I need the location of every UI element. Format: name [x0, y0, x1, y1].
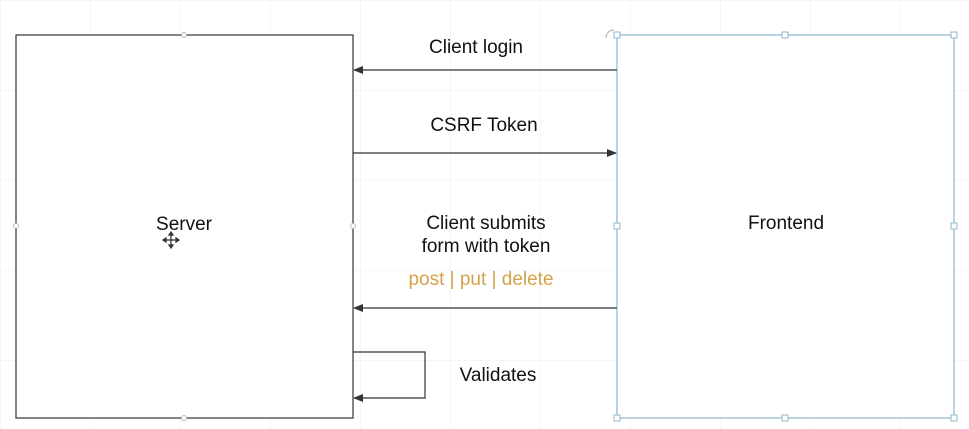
- frontend-selection-handles[interactable]: [613, 31, 958, 422]
- frontend-label: Frontend: [747, 213, 825, 234]
- validates-loop-arrow[interactable]: [353, 351, 426, 402]
- http-methods-label: post | put | delete: [408, 269, 554, 290]
- frontend-box[interactable]: [616, 34, 955, 419]
- client-submits-label-line2: form with token: [421, 236, 551, 257]
- validates-label: Validates: [459, 365, 537, 386]
- move-cursor-icon: [161, 230, 181, 250]
- server-label: Server: [156, 214, 212, 235]
- server-box[interactable]: [15, 34, 354, 419]
- rotate-handle-icon[interactable]: [605, 29, 615, 39]
- client-submits-label-line1: Client submits: [426, 213, 546, 234]
- client-login-label: Client login: [429, 37, 523, 58]
- csrf-token-label: CSRF Token: [430, 115, 538, 136]
- server-connection-points[interactable]: [13, 32, 356, 421]
